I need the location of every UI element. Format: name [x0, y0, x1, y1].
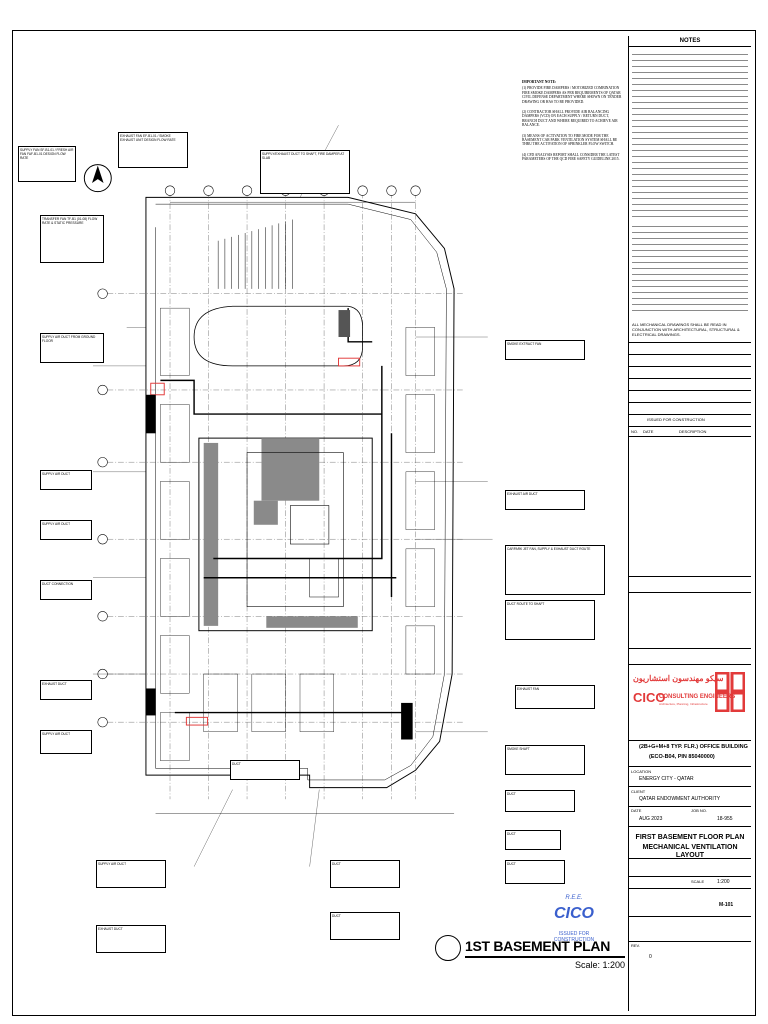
plan-callout: DUCT	[505, 860, 565, 884]
location-value: ENERGY CITY - QATAR	[639, 776, 694, 782]
construction-stamp: R.E.E. CICO ISSUED FOR CONSTRUCTION	[540, 895, 608, 955]
plan-callout: DUCT CONNECTION	[40, 580, 92, 600]
general-note: ALL MECHANICAL DRAWINGS SHALL BE READ IN…	[632, 322, 740, 337]
logo-name: CICO	[633, 690, 666, 705]
scale-label: SCALE	[691, 879, 705, 884]
plan-callout: EXHAUST AIR DUCT	[505, 490, 585, 510]
plan-callout: EXHAUST FAN	[515, 685, 595, 709]
plan-callout: EXHAUST DUCT	[40, 680, 92, 700]
sheet-title-1: FIRST BASEMENT FLOOR PLAN	[635, 834, 745, 841]
title-block: NOTES ALL MECHANICAL DRAWINGS SHALL BE R…	[628, 36, 751, 1011]
plan-callout: DUCT	[505, 830, 561, 850]
plan-callout: DUCT	[330, 860, 400, 888]
important-notes-title: IMPORTANT NOTE:	[522, 80, 557, 84]
date-label: DATE	[631, 808, 642, 813]
revision-status: ISSUED FOR CONSTRUCTION	[647, 417, 705, 422]
important-note-4: (4) CFD ANALYSIS REPORT SHALL CONSIDER T…	[522, 152, 620, 162]
plan-callout: EXHAUST FAN EF-B1-01 / SMOKE EXHAUST UNI…	[118, 132, 188, 168]
plan-callout: EXHAUST DUCT	[96, 925, 166, 953]
plan-callout: CARPARK JET FAN, SUPPLY & EXHAUST DUCT R…	[505, 545, 605, 595]
logo-subtitle: CONSULTING ENGINEERS	[659, 694, 736, 700]
project-title-2: (ECO-B04, PIN 85040000)	[649, 754, 715, 760]
notes-header: NOTES	[679, 38, 701, 44]
stamp-text: ISSUED FOR CONSTRUCTION	[553, 931, 595, 943]
job-value: 18-955	[717, 816, 733, 822]
project-title-1: (2B+G+M+8 TYP. FLR.) OFFICE BUILDING	[639, 744, 748, 750]
drawing-number: M-101	[719, 902, 734, 908]
rev-value: 0	[649, 954, 652, 960]
plan-callout: SUPPLY FAN SF-B1-01 / FRESH AIR FAN FAF-…	[18, 146, 76, 182]
plan-callout: SUPPLY AIR DUCT	[40, 730, 92, 754]
plan-callout: DUCT ROUTE TO SHAFT	[505, 600, 595, 640]
scale-value: 1:200	[717, 879, 730, 885]
drawing-sheet	[12, 30, 756, 1016]
plan-callout: SMOKE SHAFT	[505, 745, 585, 775]
plan-title-marker	[435, 935, 461, 961]
important-note-2: (2) CONTRACTOR SHALL PROVIDE AIR BALANCI…	[522, 110, 618, 128]
plan-callout: DUCT	[505, 790, 575, 812]
client-value: QATAR ENDOWMENT AUTHORITY	[639, 796, 721, 802]
location-label: LOCATION	[631, 769, 652, 774]
plan-callout: SUPPLY AIR DUCT FROM GROUND FLOOR	[40, 333, 104, 363]
important-note-1: (1) PROVIDE FIRE DAMPERS / MOTORIZED COM…	[522, 86, 622, 104]
revision-date-header: DATE	[643, 429, 654, 434]
company-logo: سيكو مهندسون استشاريون CICO CONSULTING E…	[629, 668, 751, 738]
client-label: CLIENT	[631, 789, 646, 794]
sheet-title-2: MECHANICAL VENTILATION LAYOUT	[642, 844, 738, 859]
revision-no-header: NO.	[631, 429, 639, 434]
logo-arabic: سيكو مهندسون استشاريون	[633, 674, 724, 683]
job-label: JOB NO.	[691, 808, 708, 813]
plan-callout: SUPPLY/EXHAUST DUCT TO SHAFT, FIRE DAMPE…	[260, 150, 350, 194]
plan-callout: SUPPLY AIR DUCT	[96, 860, 166, 888]
important-note-3: (3) MEANS OF ACTIVATION TO FIRE MODE FOR…	[522, 133, 618, 147]
plan-title: 1ST BASEMENT PLAN	[465, 938, 611, 954]
north-arrow-icon	[83, 164, 112, 193]
logo-tagline: Architecture, Planning, Infrastructure	[659, 702, 708, 706]
plan-title-underline	[465, 956, 625, 958]
date-value: AUG 2023	[639, 816, 663, 822]
plan-callout: SUPPLY AIR DUCT	[40, 470, 92, 490]
plan-callout: DUCT	[230, 760, 300, 780]
plan-callout: SMOKE EXTRACT FAN	[505, 340, 585, 360]
north-label: N	[97, 184, 102, 190]
logo-mark-icon	[714, 671, 746, 713]
important-notes: IMPORTANT NOTE: (1) PROVIDE FIRE DAMPERS…	[522, 80, 624, 162]
rev-label: REV.	[631, 943, 640, 948]
stamp-name: CICO	[554, 905, 594, 922]
plan-callout: SUPPLY AIR DUCT	[40, 520, 92, 540]
plan-callout: TRANSFER FAN TF-B1 (01-08) FLOW RATE & S…	[40, 215, 104, 263]
plan-scale: Scale: 1:200	[575, 960, 626, 970]
plan-callout: DUCT	[330, 912, 400, 940]
revision-desc-header: DESCRIPTION	[679, 429, 707, 434]
